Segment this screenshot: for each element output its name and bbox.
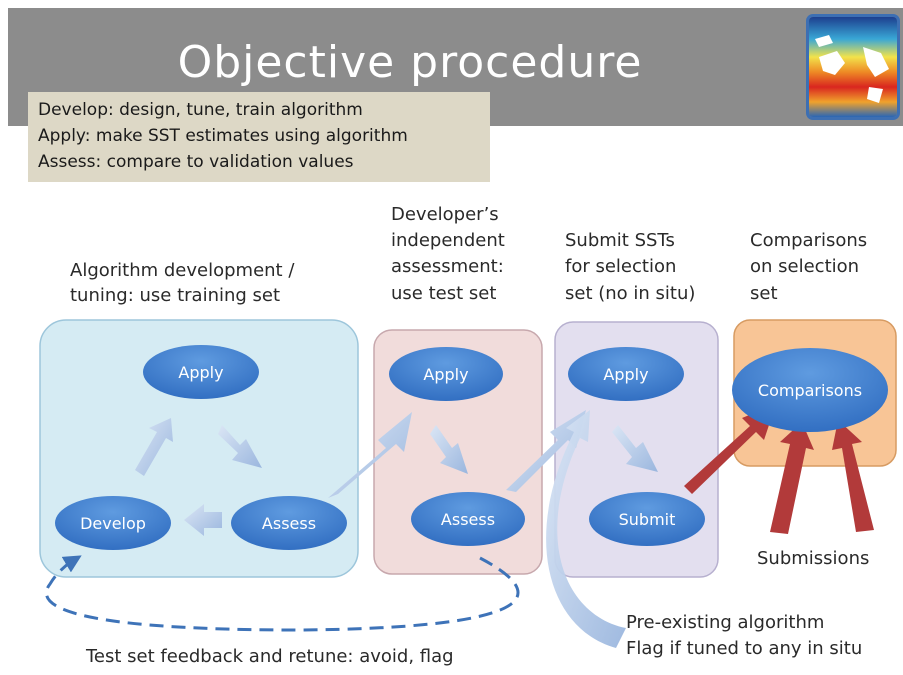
node-sub-apply-label: Apply: [603, 365, 648, 384]
node-dev-apply: Apply: [143, 345, 259, 399]
node-ind-assess-label: Assess: [441, 510, 495, 529]
arrow-develop-to-apply: [135, 418, 173, 476]
node-ind-apply-label: Apply: [423, 365, 468, 384]
node-sub-apply: Apply: [568, 347, 684, 401]
arrow-submit-apply-to-submit: [612, 425, 658, 472]
note-develop: Develop: design, tune, train algorithm: [38, 100, 363, 120]
label-pre-existing: Pre-existing algorithm Flag if tuned to …: [626, 612, 862, 659]
node-ind-apply: Apply: [389, 347, 503, 401]
globe-sst-map-icon: [806, 14, 900, 120]
node-ind-assess: Assess: [411, 492, 525, 546]
node-dev-apply-label: Apply: [178, 363, 223, 382]
label-feedback: Test set feedback and retune: avoid, fla…: [85, 646, 454, 667]
arrow-independent-apply-to-assess: [430, 425, 468, 474]
node-dev-assess-label: Assess: [262, 514, 316, 533]
arrow-assess-to-submit-apply: [506, 410, 586, 492]
arrow-submissions-2: [832, 420, 874, 532]
feedback-dashed-loop: [44, 555, 520, 632]
label-development: Algorithm development / tuning: use trai…: [70, 260, 300, 306]
label-comparisons: Comparisons on selection set: [750, 230, 873, 304]
definitions-box: Develop: design, tune, train algorithm A…: [28, 92, 490, 182]
arrow-submit-to-comparisons: [684, 404, 776, 494]
note-assess: Assess: compare to validation values: [38, 152, 354, 172]
node-dev-develop: Develop: [55, 496, 171, 550]
label-independent: Developer’s independent assessment: use …: [391, 204, 511, 304]
node-sub-submit-label: Submit: [619, 510, 676, 529]
arrow-submissions-1: [770, 422, 814, 534]
arrow-assess-to-independent-apply: [328, 412, 412, 498]
arrow-assess-to-develop: [184, 504, 222, 536]
node-comparisons-label: Comparisons: [758, 381, 862, 400]
label-submissions: Submissions: [757, 548, 869, 569]
node-comparisons: Comparisons: [732, 348, 888, 432]
arrow-apply-to-assess: [218, 425, 262, 468]
note-apply: Apply: make SST estimates using algorith…: [38, 126, 408, 146]
arrow-pre-existing-algorithm: [546, 410, 626, 648]
node-sub-submit: Submit: [589, 492, 705, 546]
slide-title: Objective procedure: [177, 37, 643, 88]
node-dev-assess: Assess: [231, 496, 347, 550]
label-submit: Submit SSTs for selection set (no in sit…: [565, 230, 695, 304]
node-dev-develop-label: Develop: [80, 514, 146, 533]
